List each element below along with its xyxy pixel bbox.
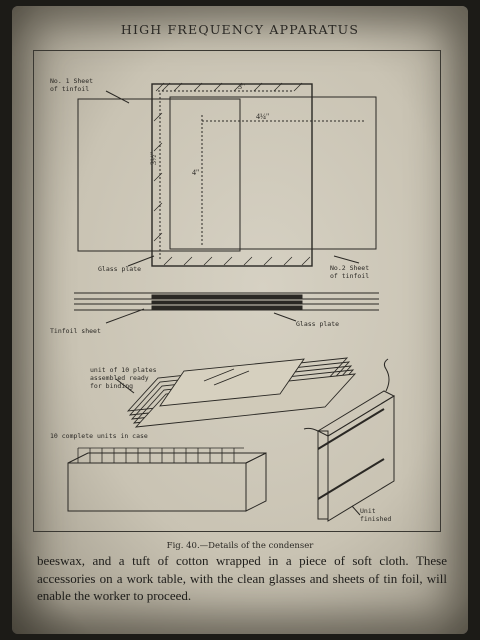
glass-hatching — [153, 82, 311, 266]
label-sheet2-line1: No.2 Sheet — [330, 264, 369, 272]
unit-case — [67, 447, 267, 512]
label-unit-finished-2: finished — [360, 515, 391, 523]
label-unit-finished-1: Unit — [360, 507, 376, 515]
dimension-top: 3" — [238, 82, 245, 91]
label-unit-line1: unit of 10 plates — [90, 366, 157, 374]
dimension-side: 3½" — [149, 152, 158, 165]
layer-cross-section — [74, 292, 379, 311]
tinfoil-sheet-2 — [169, 96, 377, 250]
tinfoil-sheet-1 — [77, 98, 241, 252]
label-glass-plate: Glass plate — [98, 265, 141, 273]
label-sheet1-line1: No. 1 Sheet — [50, 77, 93, 85]
label-unit-line3: for binding — [90, 382, 133, 390]
body-paragraph: beeswax, and a tuft of cotton wrapped in… — [37, 553, 447, 603]
dimension-vertical: 4" — [192, 168, 199, 177]
label-glass-plate-2: Glass plate — [296, 320, 339, 328]
condenser-illustration: No. 1 Sheet of tinfoil Glass plate No.2 … — [50, 77, 396, 523]
figure-condenser-details: No. 1 Sheet of tinfoil Glass plate No.2 … — [33, 50, 441, 532]
finished-unit — [303, 358, 396, 522]
label-unit-line2: assembled ready — [90, 374, 149, 382]
label-sheet1-line2: of tinfoil — [50, 85, 89, 93]
dimension-inner: 4¼" — [256, 112, 269, 121]
label-sheet2-line2: of tinfoil — [330, 272, 369, 280]
figure-caption: Fig. 40.—Details of the condenser — [166, 541, 314, 551]
running-head: HIGH FREQUENCY APPARATUS — [120, 22, 360, 37]
label-tinfoil-sheet: Tinfoil sheet — [50, 327, 101, 335]
label-complete-units: 10 complete units in case — [50, 432, 148, 440]
plate-stack — [126, 357, 357, 428]
glass-plate — [151, 83, 313, 267]
